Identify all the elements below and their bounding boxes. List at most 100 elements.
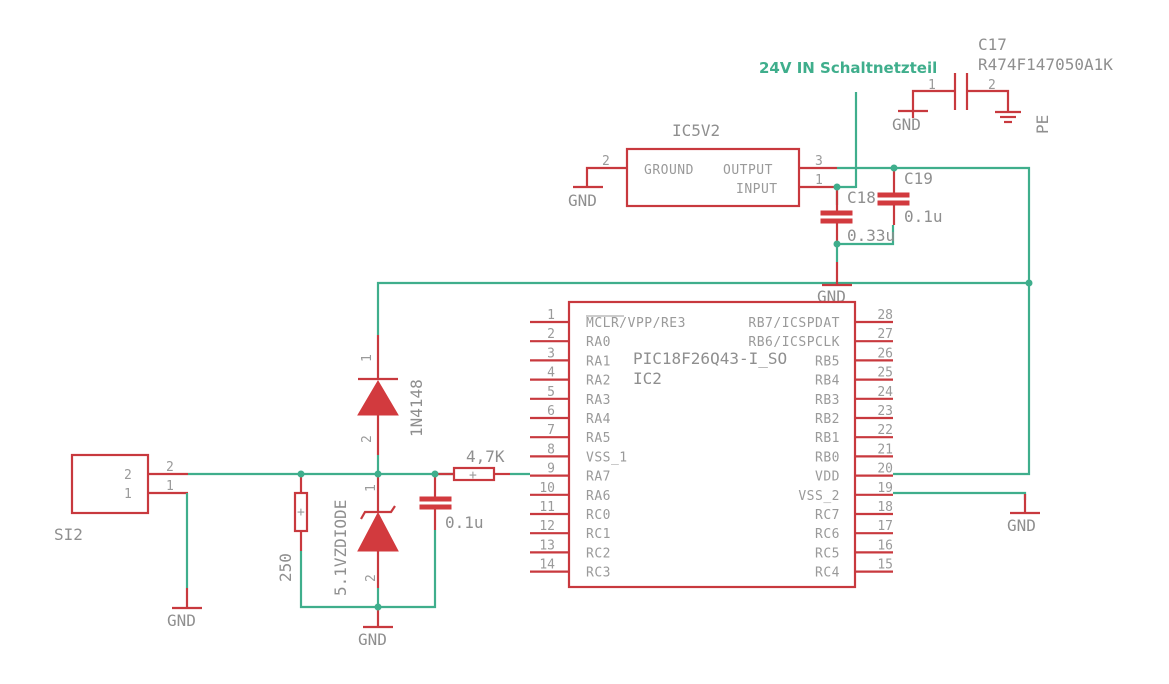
gnd-label-ic5v2: GND [568,191,597,210]
ic2-pin-name: RA1 [586,354,611,369]
capacitor-0-1u[interactable]: 0.1u [419,474,484,532]
microcontroller-ic2[interactable]: PIC18F26Q43-I_SO IC2 1MCLR/VPP/RE32RA03R… [530,300,893,589]
wire-5v-vdd[interactable] [837,166,1031,476]
ic2-pin-name: MCLR/VPP/RE3 [586,316,686,331]
ic2-pin-num: 18 [877,500,893,515]
si2-pin2-num: 2 [166,460,174,475]
resistor-4k7[interactable]: + 4,7K [452,447,505,483]
ic2-pin-num: 6 [547,404,555,419]
ic2-pin-name: RB7/ICSPDAT [748,316,840,331]
junction [833,240,841,248]
z-pin2-num: 2 [364,574,379,582]
wire-5v-rail[interactable] [376,281,1029,335]
connector-si2[interactable]: 2 1 2 1 SI2 [54,453,188,544]
gnd-symbol-top: GND [817,262,852,306]
c-value: 0.1u [445,513,484,532]
net-label-24v[interactable]: 24V IN Schaltnetzteil [759,59,937,77]
junction [374,470,382,478]
junction [374,603,382,611]
junction [297,470,305,478]
ic2-pin-name: RB0 [815,450,840,465]
ic2-pin-num: 21 [877,442,893,457]
ic2-pin-name: VDD [815,470,840,485]
ic2-pin-name: RA6 [586,489,611,504]
wire-cap-gnd[interactable] [837,225,895,246]
gnd-symbol-si2: GND [167,588,202,630]
capacitor-c19[interactable]: C19 0.1u [877,169,943,226]
r4k7-value: 4,7K [466,447,505,466]
ic2-pin-name: RA4 [586,412,611,427]
ic2-pin-num: 14 [539,558,555,573]
ic2-pin-num: 11 [539,500,555,515]
c18-plate1 [820,210,853,216]
ic5v2-pin1-num: 1 [815,173,823,188]
gnd-symbol-ic5v2: GND [568,185,603,210]
c17-pin1-num: 1 [928,78,936,93]
junction [1025,279,1033,287]
ic2-pin-name: VSS_2 [798,489,840,504]
ic5v2-pin-ground: GROUND [644,163,694,178]
ic2-pin-num: 4 [547,366,555,381]
c17-pin1[interactable] [911,89,955,118]
ic2-pin-num: 27 [877,327,893,342]
c18-value: 0.33u [847,226,895,245]
ic2-pin-num: 23 [877,404,893,419]
junction [431,470,439,478]
c-plate2 [419,504,452,510]
gnd-label-right: GND [1007,516,1036,535]
ic2-pin-name: RA3 [586,393,611,408]
pe-label: PE [1033,115,1052,134]
ic2-pin-num: 12 [539,519,555,534]
c19-plate2 [877,200,910,206]
gnd-symbol-bottom: GND [358,607,393,649]
ic2-pin-name: RC4 [815,566,840,581]
z-triangle [357,511,399,552]
ic2-pin-name: RA2 [586,374,611,389]
ic2-pin-num: 7 [547,423,555,438]
ic5v2-body [625,147,801,208]
ic2-left-pins: 1MCLR/VPP/RE32RA03RA14RA25RA36RA47RA58VS… [530,308,686,581]
ic2-pin-name: RC3 [586,566,611,581]
r250-value: 250 [276,553,295,582]
gnd-label-si2: GND [167,611,196,630]
zener-diode[interactable]: 1 2 5.1VZDIODE [331,474,399,596]
wire-bottom-gnd[interactable] [299,530,437,609]
capacitor-c17[interactable]: C17 R474F147050A1K 1 2 [911,35,1113,118]
ic2-pin-num: 24 [877,385,893,400]
si2-inner-pin2: 2 [124,468,132,483]
resistor-250[interactable]: + 250 [276,474,309,582]
ic2-pin-num: 25 [877,366,893,381]
ic2-pin-name: RC5 [815,546,840,561]
junction [833,183,841,191]
ic2-pin-num: 5 [547,385,555,400]
d-triangle [357,380,399,416]
d-name: 1N4148 [407,379,426,437]
regulator-ic5v2[interactable]: IC5V2 GROUND OUTPUT INPUT 2 3 1 [585,121,837,208]
ic2-pin-num: 8 [547,442,555,457]
ic2-pin-name: RC0 [586,508,611,523]
wire-vss2-gnd[interactable] [893,491,1027,500]
ic5v2-pin2[interactable] [585,166,627,186]
z-pin1-num: 1 [364,484,379,492]
ic2-pin-name: RC2 [586,546,611,561]
ic2-right-pins: 28RB7/ICSPDAT27RB6/ICSPCLK26RB525RB424RB… [748,308,893,581]
c19-value: 0.1u [904,207,943,226]
ic5v2-name: IC5V2 [672,121,720,140]
ic2-pin-name: RB2 [815,412,840,427]
diode-1n4148[interactable]: 1 2 1N4148 [357,335,426,455]
gnd-label-c17: GND [892,115,921,134]
ic5v2-pin2-num: 2 [602,154,610,169]
c-plate1 [419,496,452,502]
ic5v2-pin-output: OUTPUT [723,163,773,178]
ic2-pin-num: 3 [547,346,555,361]
ic2-pin-num: 10 [539,481,555,496]
ic2-pin-num: 13 [539,538,555,553]
c17-pin2-num: 2 [988,78,996,93]
capacitor-c18[interactable]: C18 0.33u [820,188,895,245]
c17-pin2[interactable] [967,89,1010,112]
junction [890,164,898,172]
ic2-pin-name: RC7 [815,508,840,523]
ic2-pin-num: 22 [877,423,893,438]
r4k7-body [452,466,496,482]
